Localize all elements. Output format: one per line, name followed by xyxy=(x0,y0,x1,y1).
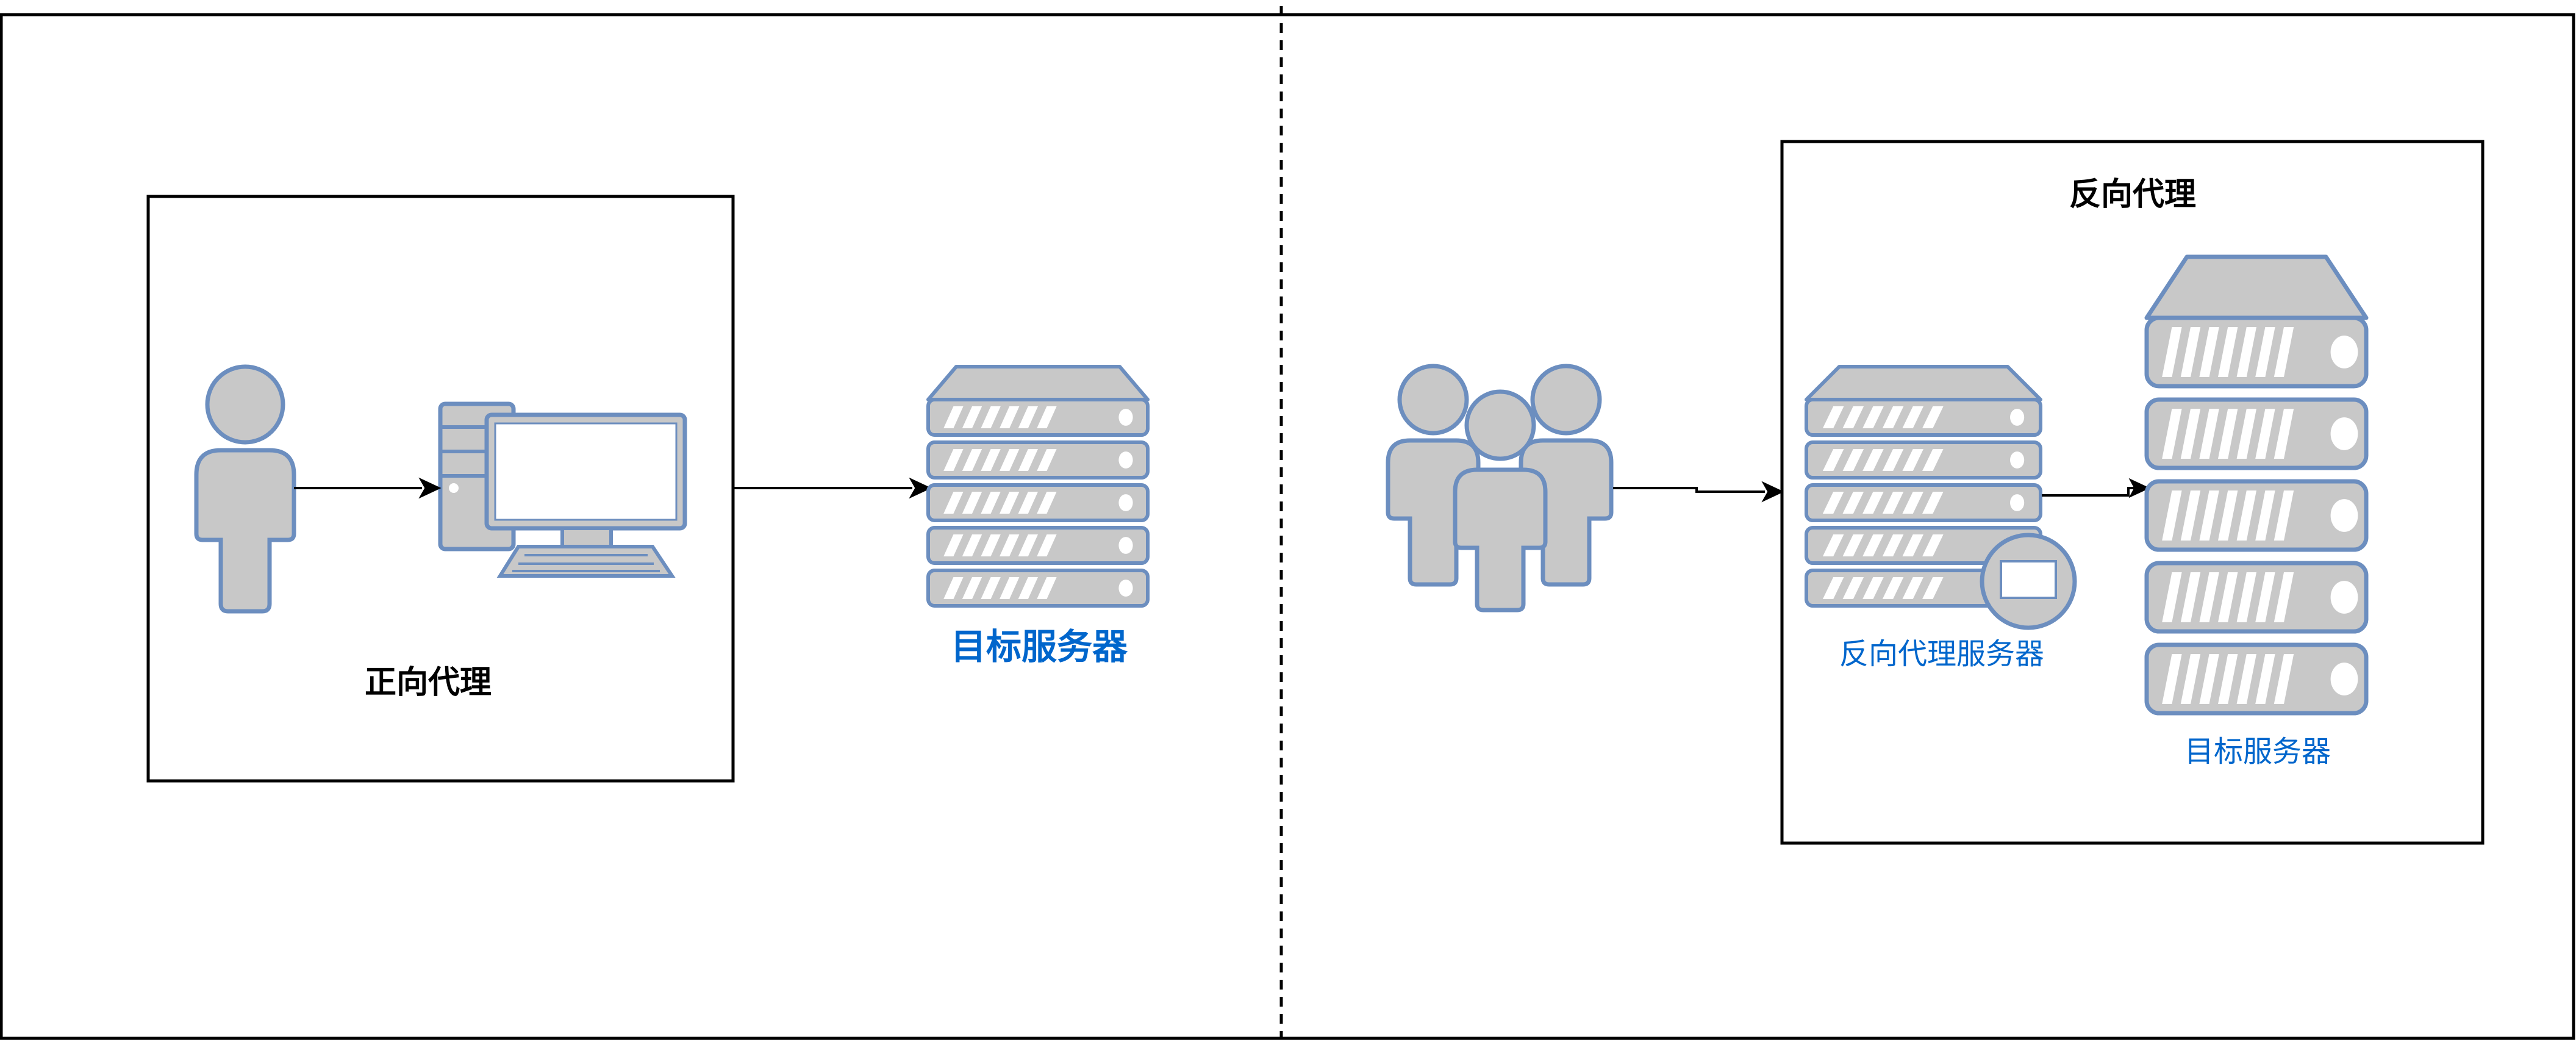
server-rack-icon-large xyxy=(2144,254,2369,716)
server-unit xyxy=(926,526,1150,565)
server-unit xyxy=(1805,440,2042,480)
desktop-computer-icon xyxy=(438,401,687,578)
server-unit xyxy=(2144,561,2369,634)
arrow-user-to-computer xyxy=(294,477,442,499)
outer-frame xyxy=(0,13,2575,1040)
proxy-server-icon xyxy=(1805,365,2077,630)
forward-target-server-label: 目标服务器 xyxy=(951,626,1128,667)
server-unit xyxy=(2144,642,2369,716)
server-unit xyxy=(2144,397,2369,470)
server-unit xyxy=(2144,315,2369,389)
user-icon xyxy=(194,364,296,614)
server-unit xyxy=(2144,479,2369,552)
server-unit xyxy=(1805,569,2042,608)
server-rack-icon xyxy=(926,365,1150,608)
arrow-users-to-reverse-proxy xyxy=(1613,481,1784,503)
server-top-cap xyxy=(1805,365,2042,401)
reverse-proxy-server-label: 反向代理服务器 xyxy=(1839,637,2044,671)
server-unit xyxy=(926,440,1150,480)
server-unit xyxy=(1805,398,2042,437)
reverse-proxy-label: 反向代理 xyxy=(2069,176,2196,213)
monitor-badge-icon xyxy=(1980,533,2077,630)
users-group-icon xyxy=(1386,364,1614,613)
server-top-cap xyxy=(926,365,1150,401)
server-unit xyxy=(926,483,1150,522)
reverse-target-server-label: 目标服务器 xyxy=(2184,735,2331,769)
forward-proxy-section: 正向代理 目标服务器 xyxy=(146,195,1150,783)
arrow-proxy-server-to-targets xyxy=(2042,478,2150,498)
server-unit xyxy=(1805,483,2042,522)
reverse-proxy-section: 反向代理 反向代理服务器 目标服务器 xyxy=(1386,140,2485,845)
server-top-cap xyxy=(2144,254,2369,320)
server-unit xyxy=(926,398,1150,437)
arrow-proxy-to-target xyxy=(733,477,932,499)
server-unit xyxy=(926,569,1150,608)
forward-proxy-label: 正向代理 xyxy=(365,664,492,701)
